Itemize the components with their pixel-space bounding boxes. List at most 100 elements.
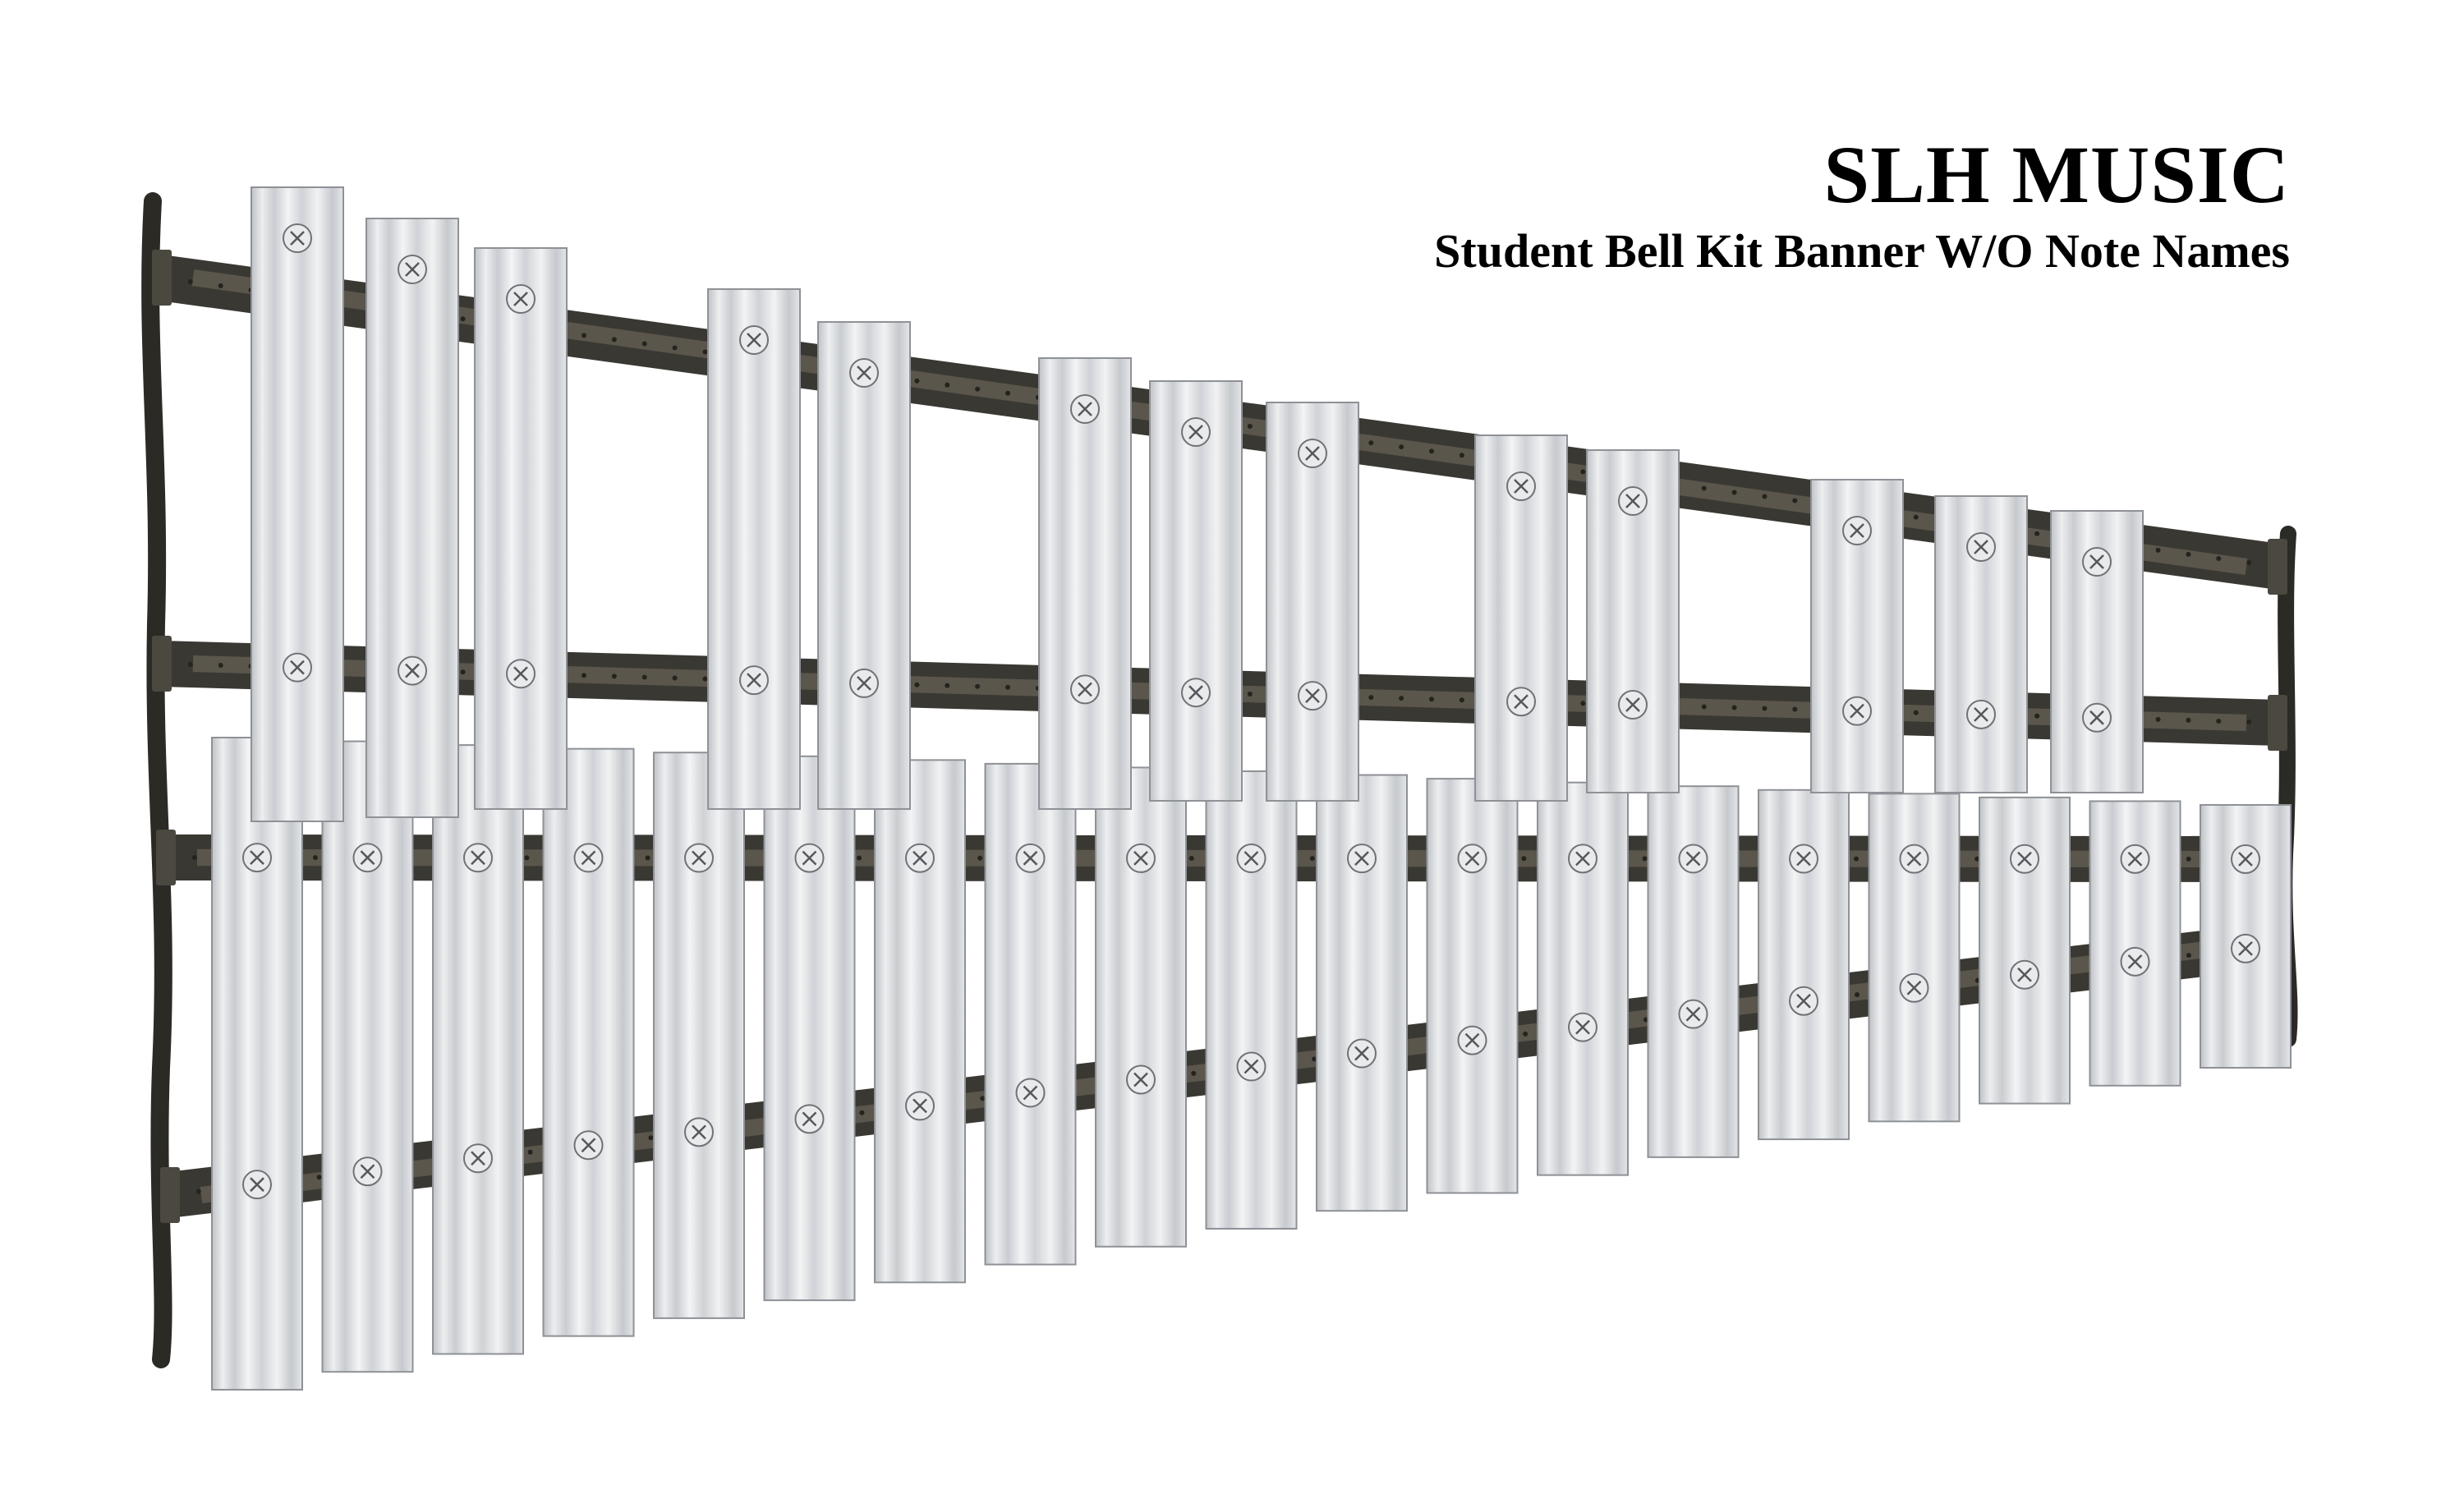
screw-cross <box>1906 980 1922 995</box>
rail-hole <box>460 316 466 322</box>
lower-bar-5 <box>653 752 745 1319</box>
lower-bar-6 <box>763 755 856 1302</box>
rail-hole <box>672 345 678 351</box>
screw-cross <box>1305 688 1320 704</box>
rail-hole <box>312 855 318 861</box>
bar-body <box>1095 766 1187 1248</box>
lower-bar-16 <box>1868 793 1961 1123</box>
screw-cross <box>1305 446 1320 461</box>
rail-hole <box>2186 953 2191 959</box>
rail-hole <box>1005 684 1010 690</box>
bar-body <box>1205 770 1298 1230</box>
rail-hole <box>1701 485 1707 491</box>
screw-cross <box>1514 479 1529 494</box>
bar-body <box>763 755 856 1302</box>
screw-cross <box>405 262 420 277</box>
rail-hole <box>195 1188 201 1194</box>
upper-bar-1 <box>251 186 344 822</box>
screw-cross <box>471 850 485 866</box>
rail-hole <box>1762 494 1768 499</box>
rail-hole <box>1974 856 1980 862</box>
rail-hole <box>1368 440 1374 446</box>
screw-cross <box>1243 1059 1259 1074</box>
screw-cross <box>2089 554 2104 569</box>
bar-body <box>321 740 414 1373</box>
screw-cross <box>747 673 761 688</box>
lower-bar-9 <box>1095 766 1187 1248</box>
rail-hole <box>1429 448 1434 454</box>
bar-body <box>474 247 568 810</box>
screw-cross <box>913 850 927 866</box>
rail-hole <box>218 283 223 289</box>
screw-cross <box>581 850 596 866</box>
bar-body <box>2089 800 2181 1087</box>
rail-hole <box>945 683 950 688</box>
screw-cross <box>2017 967 2032 982</box>
rail-hole <box>945 382 950 388</box>
rail-bracket <box>160 1167 180 1223</box>
upper-bar-8 <box>1266 402 1359 802</box>
screw-cross <box>2238 852 2253 867</box>
screw-cross <box>1575 1019 1590 1035</box>
lower-bar-1 <box>211 737 303 1391</box>
screw-cross <box>360 1164 375 1179</box>
screw-cross <box>1464 851 1480 867</box>
rail-hole <box>2155 716 2161 722</box>
screw-cross <box>2238 940 2253 956</box>
bar-body <box>817 321 911 810</box>
bar-body <box>432 744 524 1355</box>
rail-hole <box>980 1096 986 1101</box>
upper-bar-6 <box>1038 357 1132 810</box>
rail-hole <box>2216 718 2222 724</box>
upper-bar-10 <box>1586 449 1680 793</box>
bar-body <box>653 752 745 1319</box>
screw-cross <box>1796 851 1811 867</box>
rail-hole <box>1368 695 1374 701</box>
rail-hole <box>524 855 530 861</box>
screw-cross <box>471 1151 485 1166</box>
rail-hole <box>611 337 617 343</box>
rail-bracket <box>2268 695 2287 751</box>
rail-hole <box>648 1135 654 1141</box>
rail-hole <box>914 682 920 687</box>
screw-cross <box>1464 1032 1480 1048</box>
screw-cross <box>913 1098 927 1114</box>
rail-hole <box>2034 713 2040 719</box>
screw-cross <box>1685 1006 1701 1022</box>
screw-cross <box>692 850 706 866</box>
rail-hole <box>1523 1031 1529 1037</box>
screw-cross <box>581 1138 596 1153</box>
rail-hole <box>1913 710 1919 715</box>
rail-bracket <box>152 250 172 306</box>
rail-bracket <box>152 636 172 692</box>
rail-hole <box>1855 992 1859 997</box>
rail-hole <box>1731 705 1737 710</box>
rail-hole <box>2246 719 2252 724</box>
rail-hole <box>975 683 981 689</box>
lower-bar-4 <box>542 747 635 1337</box>
bar-body <box>1266 402 1359 802</box>
rail-hole <box>316 1175 322 1180</box>
bar-body <box>1149 380 1243 802</box>
upper-bar-4 <box>707 288 801 810</box>
lower-bar-13 <box>1537 781 1629 1176</box>
rail-hole <box>1792 498 1798 503</box>
bar-body <box>874 759 966 1284</box>
rail-hole <box>1792 706 1798 712</box>
bar-body <box>1979 796 2071 1105</box>
lower-bar-19 <box>2200 804 2292 1069</box>
rail-hole <box>1580 469 1586 475</box>
screw-cross <box>1685 851 1701 867</box>
bar-body <box>251 186 344 822</box>
rail-hole <box>1247 692 1253 697</box>
screw-cross <box>1188 425 1203 439</box>
lower-bar-15 <box>1758 788 1850 1141</box>
screw-cross <box>1188 685 1203 701</box>
screw-cross <box>1133 1072 1148 1087</box>
screw-cross <box>1078 682 1092 697</box>
screw-cross <box>1243 851 1259 866</box>
subtitle: Student Bell Kit Banner W/O Note Names <box>1434 224 2290 278</box>
screw-cross <box>2127 954 2143 969</box>
bar-body <box>1758 788 1850 1141</box>
screw-cross <box>405 663 420 678</box>
